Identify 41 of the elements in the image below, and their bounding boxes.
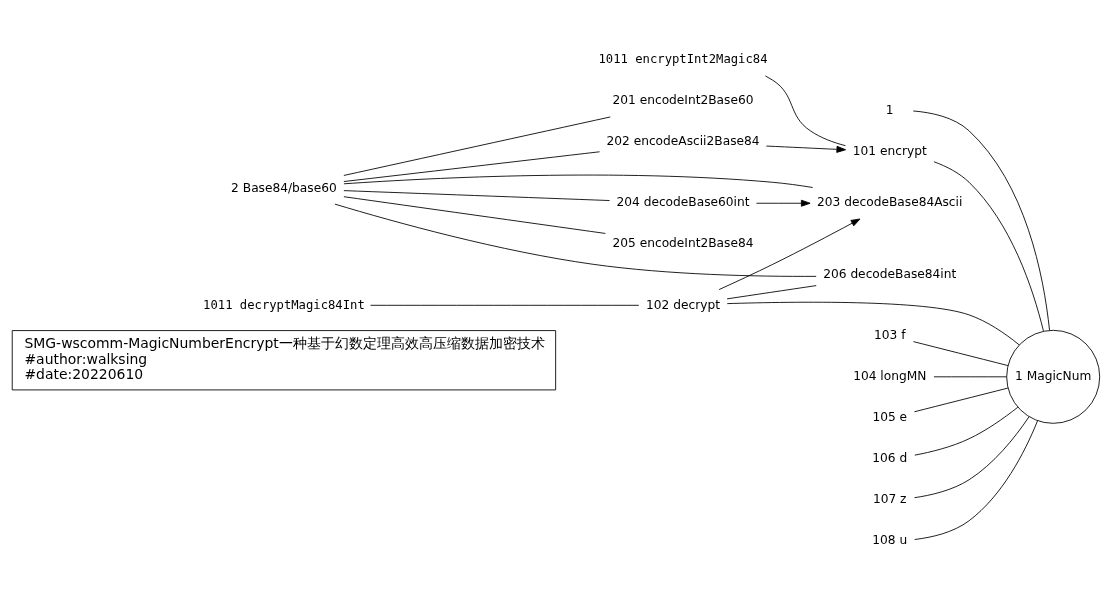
node-text: 1	[885, 103, 894, 118]
connector	[914, 387, 1009, 413]
arrow	[765, 145, 847, 153]
connector	[343, 116, 611, 176]
node-text: 103 f	[873, 328, 906, 343]
connector	[914, 416, 1030, 499]
node-text: 108 u	[872, 533, 908, 548]
connector	[334, 203, 817, 277]
connector	[914, 406, 1019, 456]
node-box: SMG-wscomm-MagicNumberEncrypt一种基于幻数定理高效高压缩数据加密技术 #author:walksing #date:20220610	[11, 330, 557, 391]
node-text: 107 z	[872, 492, 907, 507]
connector	[764, 75, 846, 147]
node-text: 201 encodeInt2Base60	[612, 93, 754, 108]
node-text: 104 longMN	[853, 369, 927, 384]
node-text: 2 Base84/base60	[231, 180, 337, 195]
node-text: 206 decodeBase84int	[823, 267, 957, 281]
connector	[913, 341, 1009, 366]
connector	[343, 196, 606, 234]
connector	[343, 174, 814, 188]
node-text: 202 encodeAscii2Base84	[606, 134, 760, 149]
connector	[914, 420, 1038, 540]
node-text: 106 d	[872, 451, 908, 466]
connector	[933, 376, 1008, 378]
node-circle: 1 MagicNum	[1006, 329, 1101, 424]
node-text: 204 decodeBase60int	[616, 195, 750, 210]
connector	[933, 161, 1044, 332]
connector	[343, 151, 600, 182]
node-text: 1011 decryptMagic84Int	[203, 297, 365, 312]
node-text: 205 encodeInt2Base84	[612, 236, 754, 251]
connector	[726, 285, 817, 300]
arrow	[756, 199, 811, 207]
node-text: 102 decrypt	[646, 297, 720, 312]
connector	[343, 190, 611, 201]
node-text: 1011 encryptInt2Magic84	[598, 52, 768, 67]
connector	[370, 304, 640, 306]
arrow	[718, 218, 861, 290]
node-text: 203 decodeBase84Ascii	[817, 195, 963, 210]
node-text: 101 encrypt	[852, 144, 927, 159]
connector	[912, 110, 1050, 331]
node-text: 105 e	[872, 410, 908, 425]
connector	[726, 301, 1020, 346]
